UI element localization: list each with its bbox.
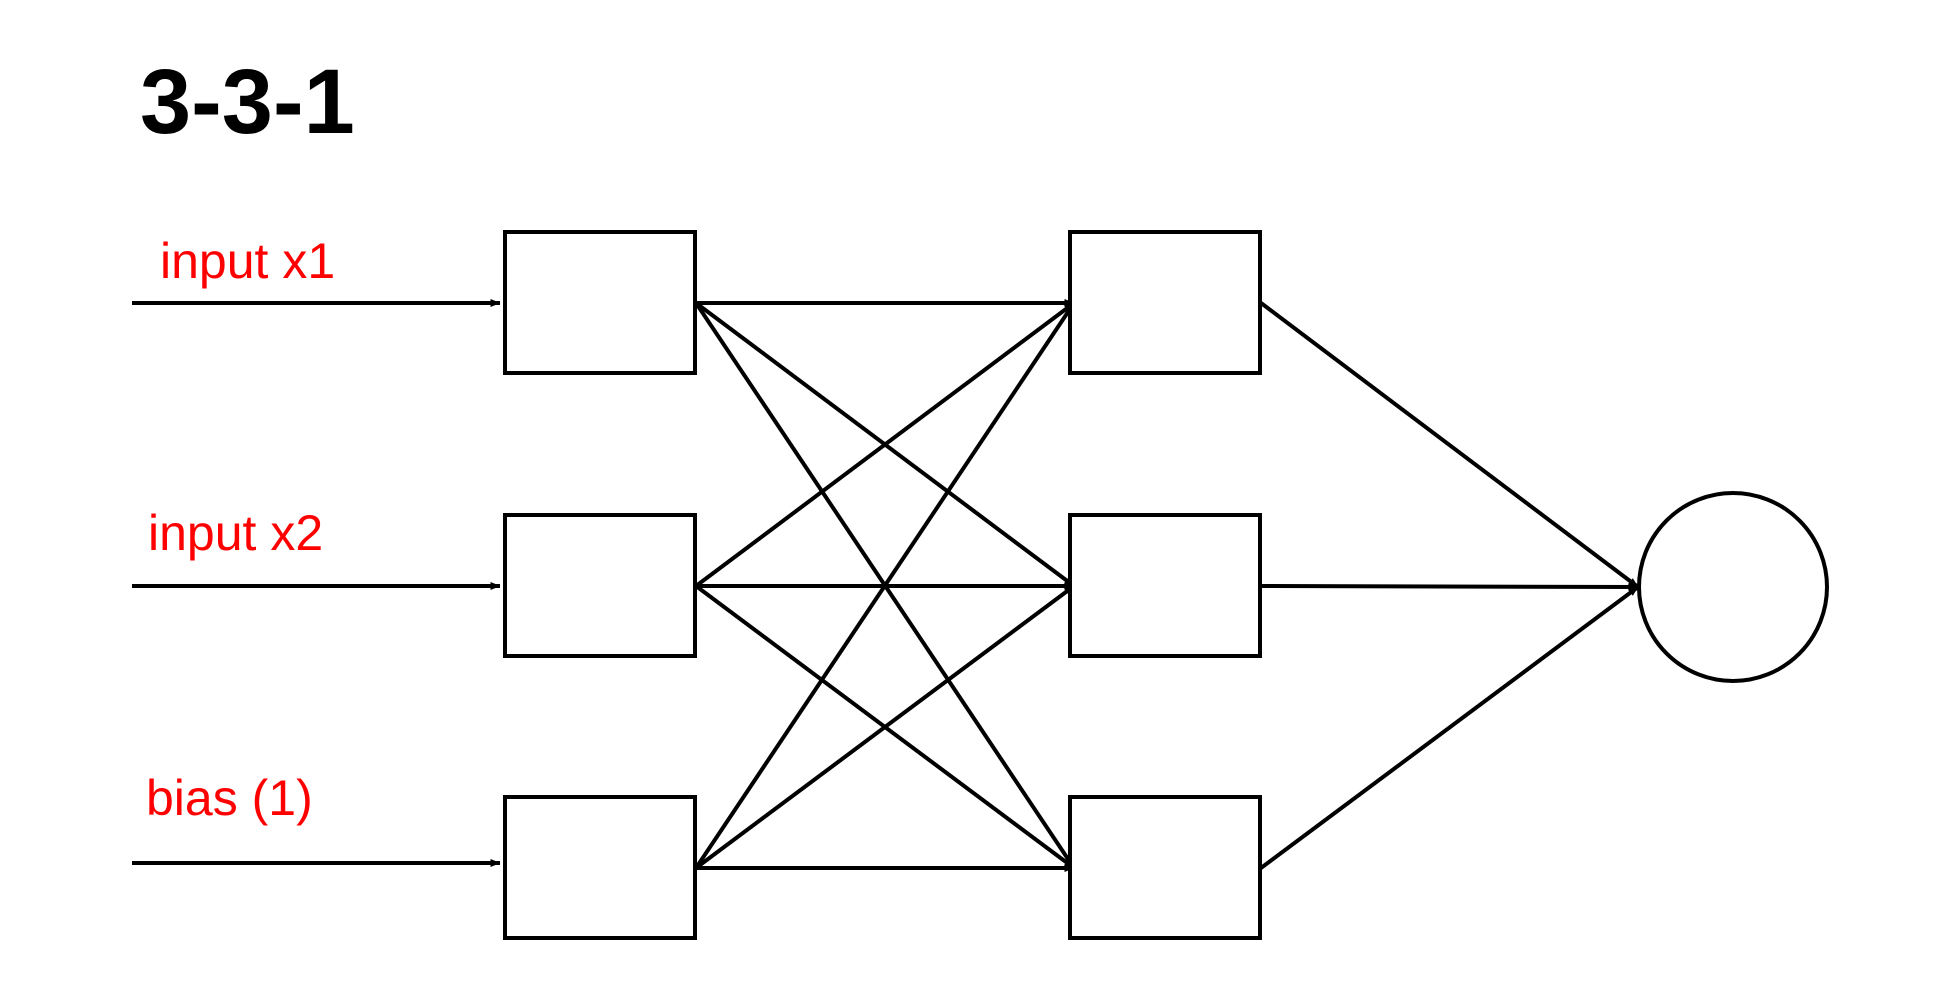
hidden-node-2 — [1068, 513, 1262, 658]
output-node — [1637, 491, 1829, 683]
edge-hidden3-output — [1259, 585, 1640, 870]
hidden-node-3 — [1068, 795, 1262, 940]
input-node-2 — [503, 513, 697, 658]
edge-hidden1-output — [1259, 301, 1640, 589]
connections — [132, 299, 1640, 872]
edge-input2-hidden1 — [694, 301, 1076, 588]
diagram-title: 3-3-1 — [140, 51, 355, 153]
input-label-x1: input x1 — [160, 233, 335, 289]
input-label-x2: input x2 — [148, 505, 323, 561]
hidden-node-1 — [1068, 230, 1262, 375]
input-label-bias: bias (1) — [146, 770, 313, 826]
edge-input3-hidden2 — [694, 584, 1076, 870]
input-node-3 — [503, 795, 697, 940]
input-node-1 — [503, 230, 697, 375]
edge-input3-hidden1 — [694, 301, 1076, 870]
edge-hidden2-output — [1260, 582, 1639, 591]
